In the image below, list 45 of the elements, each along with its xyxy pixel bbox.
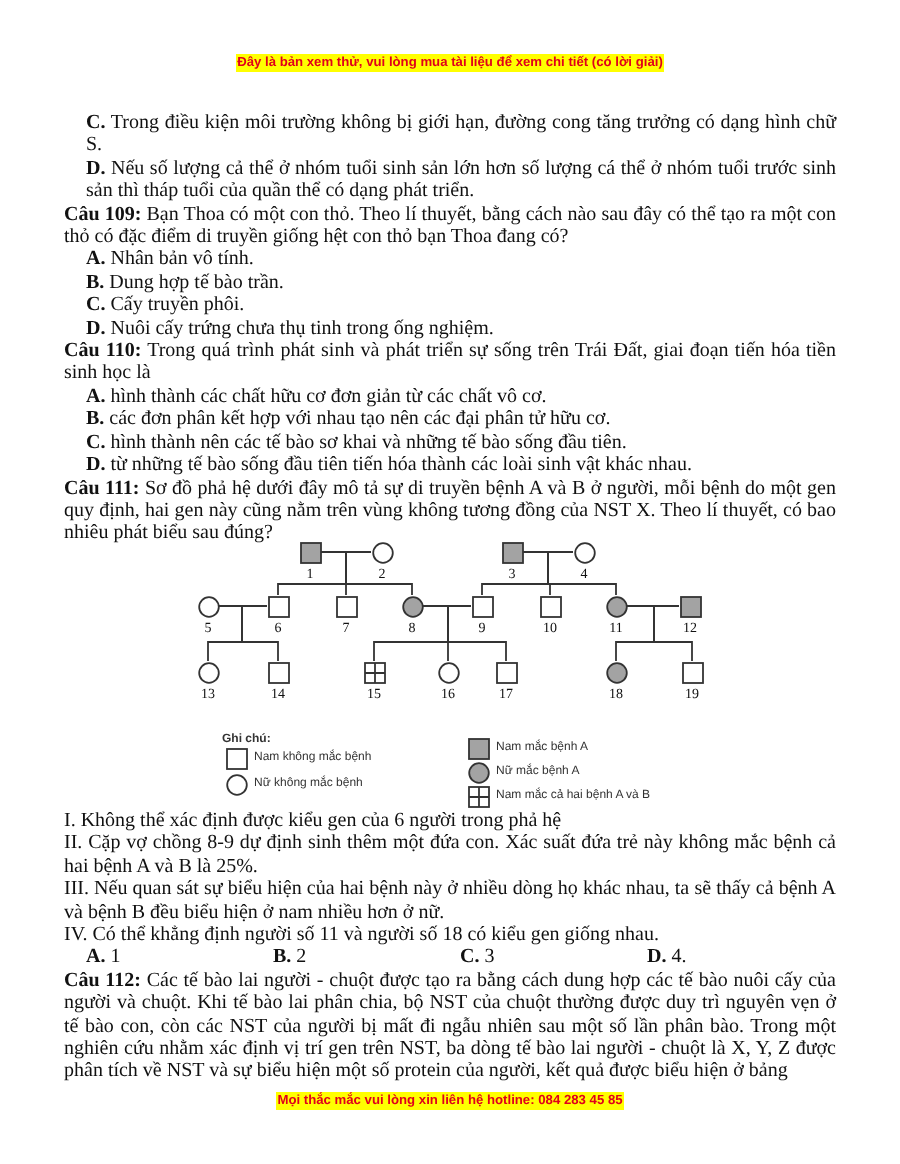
female-symbol	[573, 541, 595, 563]
female-symbol	[437, 661, 459, 683]
statement-text: IV. Có thể khẳng định người số 11 và người số 18 có kiểu gen giống nhau.	[64, 924, 661, 947]
affected-female-symbol	[605, 595, 627, 617]
pedigree-line	[626, 605, 693, 662]
answer-option: A. Nhân bản vô tính.	[64, 248, 836, 272]
affected-female-symbol	[401, 595, 423, 617]
affected-male-symbol	[679, 595, 701, 617]
statement-text: III. Nếu quan sát sự biểu hiện của hai bệnh này ở nhiều dòng họ khác nhau, ta sẽ thấy cả bệnh A và bệnh B đều biểu hiện ở nam nhiều hơn ở nữ.	[64, 878, 836, 925]
answer-option: B. các đơn phân kết hợp với nhau tạo nên các đại phân tử hữu cơ.	[64, 408, 836, 432]
answer-option: D. từ những tế bào sống đầu tiên tiến hóa thành các loài sinh vật khác nhau.	[64, 454, 836, 477]
answer-choice: D. 4.	[647, 946, 689, 970]
male-symbol	[471, 595, 493, 617]
statement-text: I. Không thể xác định được kiểu gen của 6 người trong phả hệ	[64, 810, 564, 833]
statement-text: II. Cặp vợ chồng 8-9 dự định sinh thêm một đứa con. Xác suất đứa trẻ này không mắc bệnh cả hai bệnh A và B là 25%.	[64, 832, 836, 879]
male-symbol	[495, 661, 517, 683]
pedigree-line	[422, 605, 507, 662]
answer-choice: C. 3	[460, 946, 497, 970]
affected-female-symbol	[605, 661, 627, 683]
male-symbol	[335, 595, 357, 617]
female-symbol	[371, 541, 393, 563]
pedigree-line	[218, 605, 279, 662]
pedigree-line	[522, 551, 617, 596]
male-both-diseases-symbol	[363, 661, 385, 683]
answer-option: A. hình thành các chất hữu cơ đơn giản từ các chất vô cơ.	[64, 385, 836, 409]
male-symbol	[267, 595, 289, 617]
female-symbol	[197, 661, 219, 683]
answer-option: C. hình thành nên các tế bào sơ khai và những tế bào sống đầu tiên.	[64, 431, 836, 455]
question-text: Câu 112: Các tế bào lai người - chuột được tạo ra bằng cách dung hợp các tế bào nuôi cấy của người và chuột. Khi tế bào lai phân chia, bộ NST của chuột thường được duy trì nguyên vẹn ở tế bào con, còn các NST của người bị mất đi ngẫu nhiên sau một số lần phân bào. Trong một nghiên cứu nhằm xác định vị trí gen trên NST, ba dòng tế bào lai người - chuột là X, Y, Z được phân tích về NST và sự biểu hiện một số protein của người, kết quả được biểu hiện ở bảng	[64, 969, 836, 1084]
male-symbol	[539, 595, 561, 617]
affected-male-symbol	[299, 541, 321, 563]
answer-option: D. Nếu số lượng cả thể ở nhóm tuổi sinh sản lớn hơn số lượng cá thể ở nhóm tuổi trước sinh sản thì tháp tuổi của quần thể có dạng phát triển.	[64, 157, 836, 204]
pedigree-line	[320, 551, 413, 596]
answer-option: D. Nuôi cấy trứng chưa thụ tinh trong ống nghiệm.	[64, 317, 836, 341]
answer-choice: A. 1	[86, 946, 123, 970]
male-symbol	[267, 661, 289, 683]
affected-male-symbol	[501, 541, 523, 563]
answer-option: B. Dung hợp tế bào trần.	[64, 271, 836, 295]
female-symbol	[197, 595, 219, 617]
question-text: Câu 109: Bạn Thoa có một con thỏ. Theo lí thuyết, bằng cách nào sau đây có thể tạo ra một con thỏ có đặc điểm di truyền giống hệt con thỏ bạn Thoa đang có?	[64, 203, 836, 249]
answer-choice: B. 2	[273, 946, 309, 970]
question-text: Câu 111: Sơ đồ phả hệ dưới đây mô tả sự di truyền bệnh A và B ở người, mỗi bệnh do một gen quy định, hai gen này cũng nằm trên vùng không tương đồng của NST X. Theo lí thuyết, có bao nhiêu phát biểu sau đúng?	[64, 477, 836, 546]
answer-option: C. Trong điều kiện môi trường không bị giới hạn, đường cong tăng trưởng có dạng hình chữ S.	[64, 112, 836, 158]
male-symbol	[681, 661, 703, 683]
answer-option: C. Cấy truyền phôi.	[64, 294, 836, 318]
